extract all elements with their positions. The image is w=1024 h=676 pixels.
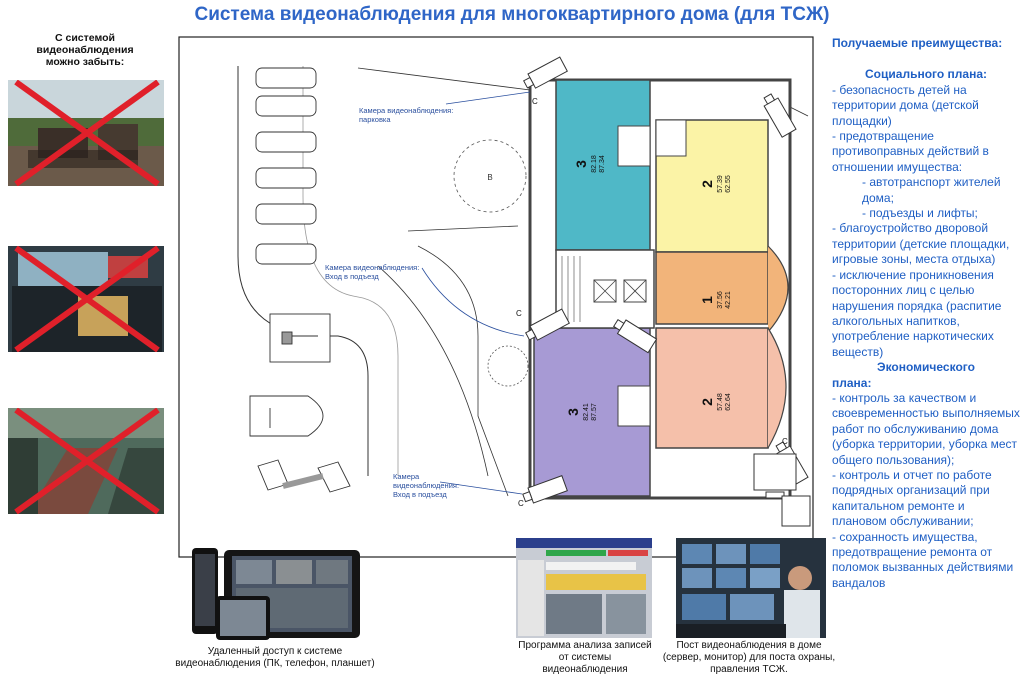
building-plan bbox=[528, 78, 792, 500]
software-screenshot bbox=[516, 538, 652, 638]
camera-hall-icon bbox=[613, 318, 658, 354]
vandalized-playground-photo bbox=[8, 80, 164, 186]
apartment-area: 62.55 bbox=[725, 175, 732, 193]
benefits-heading: Получаемые преимущества: bbox=[832, 36, 1003, 50]
apartment-area: 87.34 bbox=[599, 155, 606, 173]
tablet-phone-image bbox=[186, 548, 366, 642]
left-caption: С системой видеонаблюдения можно забыть: bbox=[10, 32, 160, 68]
benefit-item: - безопасность детей на территории дома … bbox=[832, 82, 979, 128]
trees bbox=[453, 139, 529, 387]
post-caption: Пост видеонаблюдения в доме (сервер, мон… bbox=[654, 640, 844, 676]
camera-label-line: Камера видеонаблюдения: bbox=[359, 106, 454, 115]
apartment-area: 57.39 bbox=[717, 175, 724, 193]
camera-label-line: видеонаблюдения: bbox=[393, 481, 460, 490]
vandalized-stairwell-photo bbox=[8, 408, 164, 514]
apartment-area: 57.48 bbox=[717, 393, 724, 411]
site-plan: B bbox=[178, 36, 814, 558]
caption-line: от системы bbox=[558, 652, 612, 663]
benefit-item: - контроль и отчет по работе подрядных о… bbox=[832, 467, 992, 529]
camera-entrance-2-icon bbox=[522, 475, 568, 504]
benefit-item: - контроль за качеством и своевременност… bbox=[832, 390, 1020, 467]
caption-line: (сервер, монитор) для поста охраны, bbox=[662, 652, 836, 663]
caption-line: видеонаблюдения bbox=[542, 664, 628, 675]
benefit-item: - сохранность имущества, предотвращение … bbox=[832, 529, 1014, 590]
benefit-item: - благоустройство дворовой территории (д… bbox=[832, 221, 1010, 267]
camera-label-parking: Камера видеонаблюдения: парковка bbox=[359, 106, 453, 124]
tree-letter: B bbox=[487, 173, 492, 182]
apartment-area: 82.41 bbox=[583, 403, 590, 421]
program-caption: Программа анализа записей от системы вид… bbox=[500, 640, 670, 676]
apartment-labels: 3 82.18 87.34 2 57.39 62.55 1 37.56 42.2… bbox=[565, 155, 732, 421]
camera-label-entrance-2: Камера видеонаблюдения: Вход в подъезд bbox=[393, 472, 459, 499]
camera-letter: C bbox=[782, 437, 788, 446]
left-caption-line: видеонаблюдения bbox=[36, 44, 134, 56]
camera-parking-icon bbox=[523, 56, 568, 89]
apartment-rooms: 2 bbox=[699, 398, 715, 406]
caption-line: правления ТСЖ. bbox=[710, 664, 788, 675]
playground-objects bbox=[249, 313, 351, 493]
camera-corner-icon bbox=[763, 93, 797, 138]
apartment-area: 82.18 bbox=[591, 155, 598, 173]
apartment-rooms: 3 bbox=[565, 408, 581, 416]
camera-label-line: парковка bbox=[359, 115, 391, 124]
camera-entrance-icon bbox=[525, 308, 570, 341]
benefit-item: - подъезды и лифты; bbox=[862, 206, 978, 221]
broken-car-photo bbox=[8, 246, 164, 352]
left-caption-line: С системой bbox=[55, 32, 115, 44]
camera-letter: C bbox=[516, 309, 522, 318]
site-plan-drawing: B bbox=[178, 36, 814, 558]
parking-cars bbox=[255, 67, 317, 265]
benefit-item: - автотранспорт жителей дома; bbox=[862, 175, 1001, 205]
caption-line: Программа анализа записей bbox=[518, 640, 652, 651]
security-post-photo bbox=[676, 538, 826, 638]
camera-connectors bbox=[421, 91, 531, 495]
benefit-item: - исключение проникновения посторонних л… bbox=[832, 267, 1002, 359]
camera-label-line: Вход в подъезд bbox=[393, 490, 447, 499]
left-caption-line: можно забыть: bbox=[45, 56, 125, 68]
caption-line: Пост видеонаблюдения в доме bbox=[676, 640, 822, 651]
social-heading: Социального плана: bbox=[865, 67, 987, 82]
caption-line: видеонаблюдения (ПК, телефон, планшет) bbox=[175, 658, 375, 669]
camera-letter: C bbox=[518, 499, 524, 508]
apartment-area: 62.64 bbox=[725, 393, 732, 411]
camera-label-line: Камера bbox=[393, 472, 420, 481]
apartment-rooms: 3 bbox=[573, 160, 589, 168]
page-title: Система видеонаблюдения для многоквартир… bbox=[194, 4, 830, 25]
benefits-panel: Получаемые преимущества: Социального пла… bbox=[832, 36, 1020, 591]
monitor-icon bbox=[753, 453, 811, 527]
camera-letter: C bbox=[532, 97, 538, 106]
benefit-item: - предотвращение противоправных действий… bbox=[832, 129, 989, 174]
economic-heading-2: плана: bbox=[832, 375, 872, 390]
camera-label-line: Камера видеонаблюдения: bbox=[325, 263, 420, 272]
remote-access-caption: Удаленный доступ к системе видеонаблюден… bbox=[160, 646, 390, 670]
camera-label-line: Вход в подъезд bbox=[325, 272, 379, 281]
caption-line: Удаленный доступ к системе bbox=[207, 646, 343, 657]
apartment-rooms: 1 bbox=[699, 296, 715, 304]
apartment-area: 42.21 bbox=[725, 291, 732, 309]
apartment-area: 37.56 bbox=[717, 291, 724, 309]
economic-heading: Экономического bbox=[877, 360, 975, 375]
apartment-area: 87.57 bbox=[591, 403, 598, 421]
camera-label-entrance: Камера видеонаблюдения: Вход в подъезд bbox=[325, 263, 419, 281]
apartment-rooms: 2 bbox=[699, 180, 715, 188]
